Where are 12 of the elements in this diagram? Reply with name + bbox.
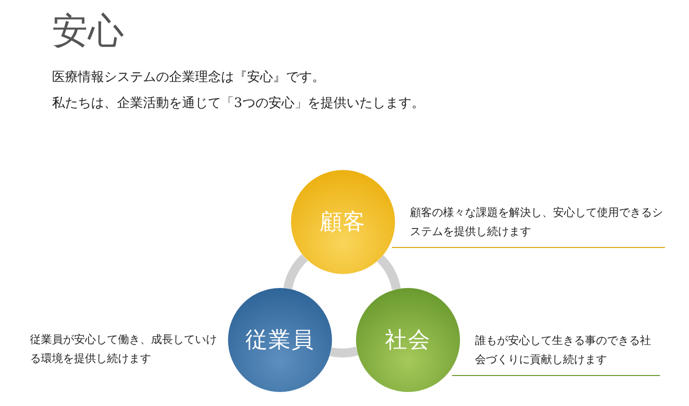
circle-node: 社会 [356,288,460,392]
description-text: 従業員が安心して働き、成長していける環境を提供し続けます [30,332,218,367]
description-text: 誰もが安心して生きる事のできる社会づくりに貢献し続けます [475,333,652,368]
intro-text: 私たちは、企業活動を通じて「3つの安心」を提供いたします。 [52,95,424,113]
description-text: 顧客の様々な課題を解決し、安心して使用できるシステムを提供し続けます [410,205,664,240]
title: 安心 [52,10,124,54]
ring-arc [330,346,358,358]
circle-node: 顧客 [291,170,395,274]
ring-arc [376,255,401,290]
intro-text: 医療情報システムの企業理念は『安心』です。 [52,69,325,87]
ring-arc [283,254,308,290]
circle-node: 従業員 [228,288,332,392]
